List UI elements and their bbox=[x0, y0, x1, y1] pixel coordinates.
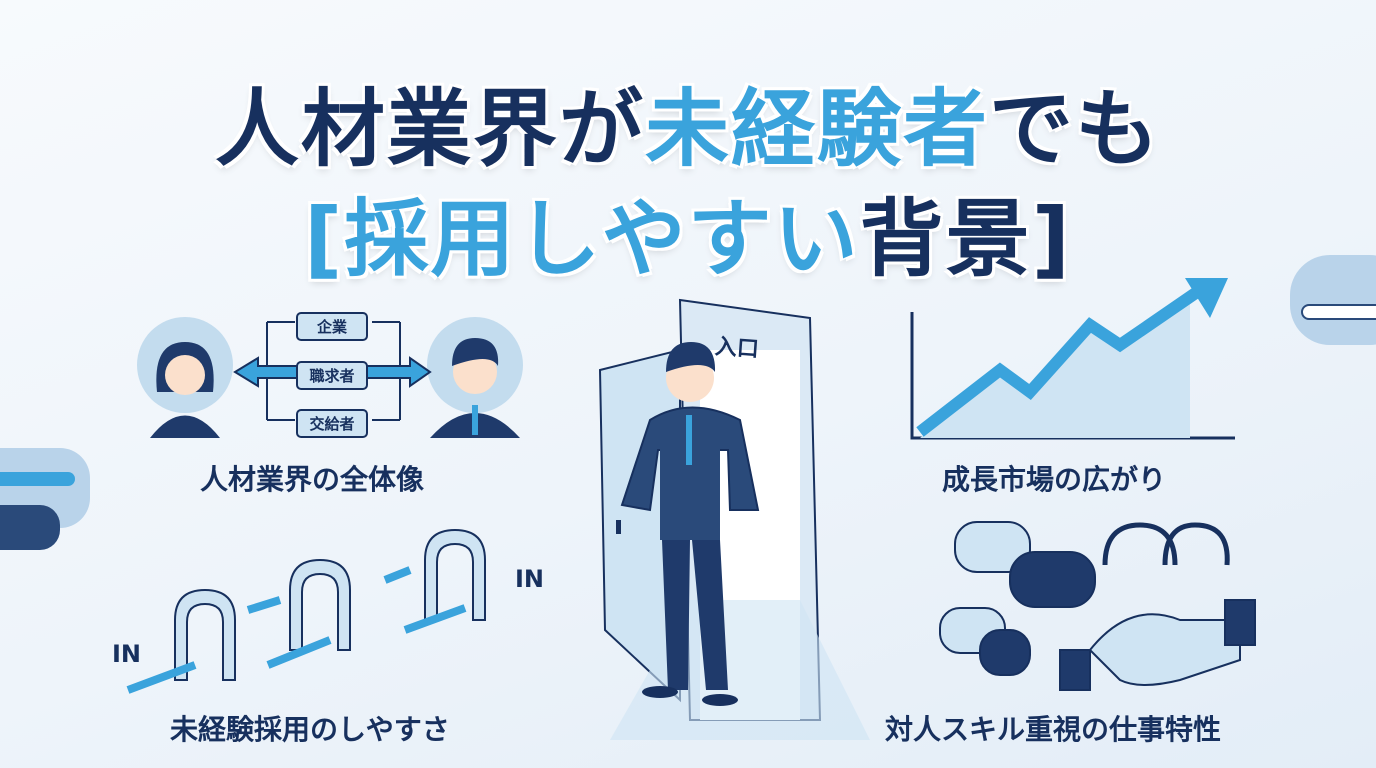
businessman-illustration bbox=[620, 342, 760, 706]
woman-avatar-icon bbox=[150, 342, 220, 438]
man-avatar-icon bbox=[430, 338, 520, 438]
title-text: でも bbox=[989, 80, 1162, 178]
door-entrance-illustration bbox=[598, 298, 870, 740]
caption-growth: 成長市場の広がり bbox=[942, 463, 1167, 496]
caption-inexperienced: 未経験採用のしやすさ bbox=[170, 713, 450, 746]
page-title-line2: [採用しやすい背景] bbox=[0, 172, 1376, 293]
title-text: 背景 bbox=[859, 190, 1032, 288]
box-company: 企業 bbox=[296, 312, 368, 341]
door-sign: 入口 bbox=[714, 334, 760, 363]
title-highlight: 採用しやすい bbox=[344, 190, 860, 288]
arch-steps-illustration bbox=[174, 528, 486, 681]
decorative-speech-bubble-right bbox=[1290, 255, 1376, 345]
in-label: IN bbox=[515, 565, 545, 593]
headset-icon bbox=[1102, 522, 1230, 566]
growth-chart-icon bbox=[910, 278, 1235, 440]
caption-overview: 人材業界の全体像 bbox=[200, 463, 425, 496]
page-title-line1: 人材業界が未経験者でも bbox=[0, 62, 1376, 183]
arrows-icon bbox=[126, 566, 467, 694]
title-highlight: 未経験者 bbox=[644, 80, 989, 178]
bracket-close: ] bbox=[1031, 190, 1072, 288]
caption-interpersonal: 対人スキル重視の仕事特性 bbox=[885, 713, 1222, 746]
speech-bubbles-icon bbox=[939, 521, 1096, 676]
handshake-icon bbox=[1059, 599, 1256, 691]
title-text: 人材業界が bbox=[214, 80, 645, 178]
bracket-open: [ bbox=[304, 190, 345, 288]
in-label: IN bbox=[112, 640, 142, 668]
box-supplier: 交給者 bbox=[296, 409, 368, 438]
decorative-speech-bubble-left bbox=[0, 448, 90, 550]
box-jobseeker: 職求者 bbox=[296, 361, 368, 390]
